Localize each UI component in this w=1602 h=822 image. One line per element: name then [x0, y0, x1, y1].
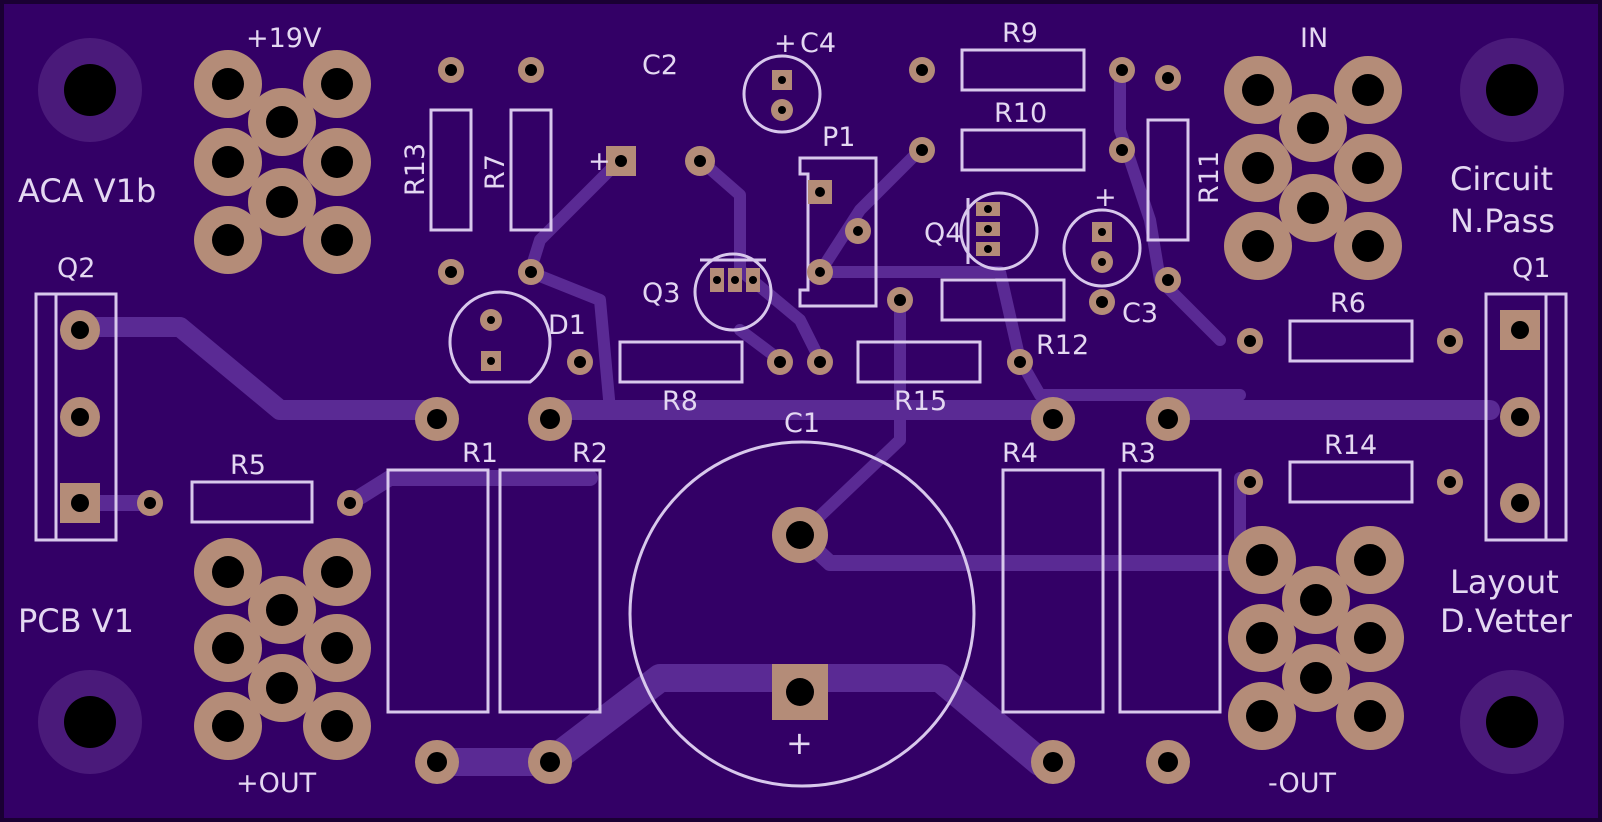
- terminal-19v: [194, 50, 371, 274]
- capacitor-c1: [628, 440, 976, 788]
- label-r5: R5: [230, 450, 266, 481]
- resistor-r8: [567, 340, 793, 384]
- resistor-r3: [1118, 468, 1222, 714]
- label-in: IN: [1300, 23, 1328, 54]
- trace-p1-r12: [814, 266, 1026, 366]
- resistor-r5: [137, 480, 363, 524]
- resistor-r12: [940, 278, 1066, 322]
- diode-d1: [448, 290, 552, 384]
- resistor-r4: [1001, 468, 1105, 714]
- label-plus-out: +OUT: [236, 768, 317, 799]
- transistor-q1: [1484, 292, 1568, 542]
- trace-r5-r2: [342, 470, 598, 511]
- resistor-r6: [1237, 319, 1463, 363]
- capacitor-c4: [742, 54, 822, 134]
- layout-label: Layout: [1450, 563, 1559, 601]
- resistor-r15: [807, 340, 1033, 384]
- label-q1: Q1: [1512, 253, 1550, 284]
- label-r11: R11: [1194, 151, 1225, 204]
- resistor-r2: [498, 468, 602, 714]
- label-r13: R13: [400, 143, 431, 196]
- resistor-r1: [386, 468, 490, 714]
- resistor-r11: [1146, 65, 1190, 293]
- trace-r7-r8: [524, 266, 616, 416]
- label-minus-out: -OUT: [1268, 768, 1337, 799]
- polarity-c3: +: [1094, 182, 1117, 213]
- pcb-version: PCB V1: [18, 602, 134, 640]
- label-r10: R10: [994, 98, 1047, 129]
- label-r15: R15: [894, 386, 947, 417]
- polarity-c2: +: [588, 146, 611, 177]
- label-c2: C2: [642, 50, 678, 81]
- label-plus19v: +19V: [246, 23, 322, 54]
- label-c4: C4: [800, 28, 836, 59]
- label-q4: Q4: [924, 218, 962, 249]
- resistor-r13: [429, 57, 473, 285]
- label-c3: C3: [1122, 298, 1158, 329]
- trace-r10-p1: [814, 144, 926, 278]
- label-r8: R8: [662, 386, 698, 417]
- trimmer-p1: [798, 156, 913, 313]
- label-r4: R4: [1002, 438, 1038, 469]
- label-r3: R3: [1120, 438, 1156, 469]
- resistor-r14: [1237, 460, 1463, 504]
- resistor-r10: [909, 128, 1135, 172]
- label-r7: R7: [480, 154, 511, 190]
- polarity-c1: +: [786, 724, 813, 762]
- capacitor-c3: [1062, 208, 1142, 315]
- circuit-label: Circuit: [1450, 160, 1553, 198]
- label-r9: R9: [1002, 18, 1038, 49]
- terminal-in: [1224, 56, 1402, 280]
- terminal-minus-out: [1228, 526, 1404, 750]
- transistor-q4: [959, 191, 1039, 271]
- label-r12: R12: [1036, 330, 1089, 361]
- trace-q2-r1: [70, 317, 440, 420]
- power-resistor-pads: [415, 397, 1190, 784]
- transistor-q3: [693, 252, 773, 332]
- label-d1: D1: [548, 310, 586, 341]
- terminal-plus-out: [194, 538, 371, 760]
- label-c1: C1: [784, 408, 820, 439]
- circuit-author: N.Pass: [1450, 202, 1555, 240]
- capacitor-c2: [606, 146, 715, 176]
- trace-r9-r6: [1114, 64, 1226, 346]
- trace-c1-minus: [416, 664, 1054, 776]
- transistor-q2: [34, 292, 118, 542]
- label-p1: P1: [822, 122, 855, 153]
- label-q2: Q2: [57, 253, 95, 284]
- resistor-r7: [509, 57, 553, 285]
- board-title: ACA V1b: [18, 172, 156, 210]
- layout-author: D.Vetter: [1440, 602, 1573, 640]
- label-q3: Q3: [642, 278, 680, 309]
- label-r6: R6: [1330, 288, 1366, 319]
- mounting-holes: [38, 38, 1564, 774]
- trace-c1-r15: [794, 294, 906, 541]
- silkscreen-text: ACA V1b PCB V1 Circuit N.Pass Layout D.V…: [18, 18, 1573, 799]
- polarity-c4: +: [774, 28, 797, 59]
- label-r2: R2: [572, 438, 608, 469]
- label-r14: R14: [1324, 430, 1377, 461]
- label-r1: R1: [462, 438, 498, 469]
- resistor-r9: [909, 48, 1135, 92]
